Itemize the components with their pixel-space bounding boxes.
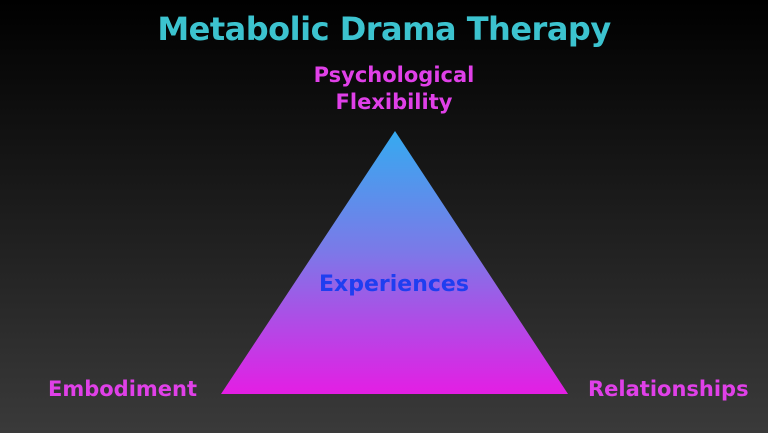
diagram-title: Metabolic Drama Therapy xyxy=(157,10,611,48)
right-vertex-label: Relationships xyxy=(588,377,749,401)
center-label: Experiences xyxy=(319,272,469,297)
apex-label: Psychological Flexibility xyxy=(254,62,534,117)
left-vertex-label: Embodiment xyxy=(48,377,198,401)
apex-label-line-2: Flexibility xyxy=(335,90,453,115)
triangle-shape xyxy=(221,131,568,394)
apex-label-line-1: Psychological xyxy=(313,63,475,87)
